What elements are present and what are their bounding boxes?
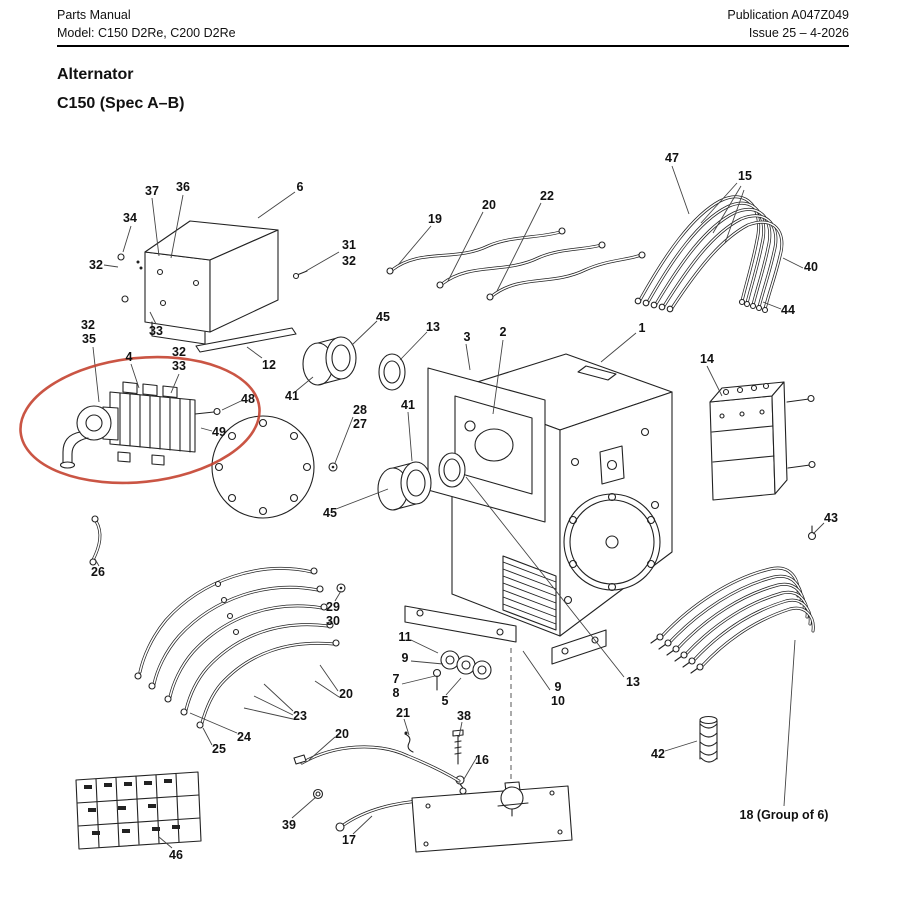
adapter-top — [302, 336, 406, 391]
model-line: Model: C150 D2Re, C200 D2Re — [57, 26, 236, 40]
publication-number: Publication A047Z049 — [727, 8, 849, 22]
coil-spring — [699, 715, 718, 763]
cable-group-bottom-right — [650, 525, 817, 674]
cable-group-right — [634, 195, 784, 314]
section-title: Alternator — [57, 66, 134, 83]
leader-lines — [92, 165, 825, 849]
label-panel — [75, 771, 202, 850]
header-right: Publication A047Z049 Issue 25 – 4-2026 — [727, 6, 849, 42]
terminal-box — [709, 381, 816, 501]
highlight-ellipse — [19, 355, 261, 485]
control-box — [117, 220, 308, 345]
cable-group-left — [89, 515, 340, 729]
circled-assembly — [59, 381, 221, 469]
doc-title: Parts Manual — [57, 8, 131, 22]
issue-line: Issue 25 – 4-2026 — [748, 26, 849, 40]
spec-title: C150 (Spec A–B) — [57, 95, 185, 112]
header-rule — [57, 45, 849, 47]
adapter-lower — [377, 461, 432, 511]
cable-group-top — [386, 227, 646, 301]
mounting-bracket-bar — [195, 327, 297, 353]
header-left: Parts Manual Model: C150 D2Re, C200 D2Re — [57, 6, 236, 42]
panel-group — [427, 367, 546, 523]
base-plate — [411, 781, 573, 853]
cover-plate — [211, 415, 315, 519]
